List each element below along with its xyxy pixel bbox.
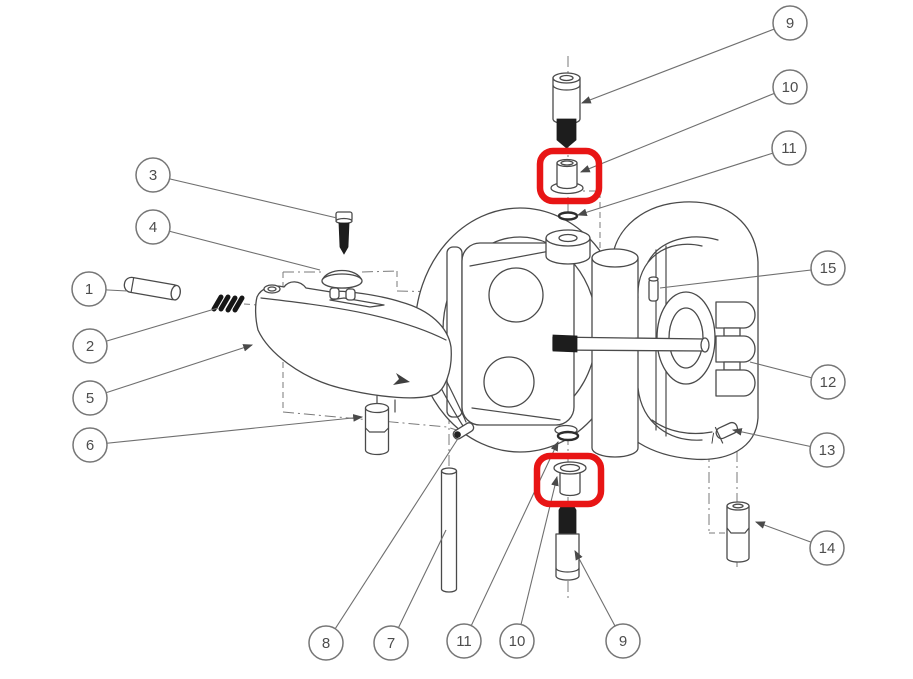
callout-8-bottom-balloon: 8 xyxy=(308,625,344,661)
part-11-bottom-washer xyxy=(556,430,580,442)
balloon-number: 12 xyxy=(820,374,837,391)
balloon-circle xyxy=(810,250,846,286)
callout-9-top-leader-line xyxy=(580,22,791,104)
balloon-number: 15 xyxy=(820,260,837,277)
balloon-circle xyxy=(772,69,808,105)
callout-8-bottom-leader-line xyxy=(325,436,460,644)
balloon-number: 13 xyxy=(819,442,836,459)
callout-10-top-leader-line xyxy=(579,86,791,173)
balloon-number: 10 xyxy=(782,79,799,96)
leader-lines-layer xyxy=(88,22,829,644)
part-9-top-bolt xyxy=(552,72,581,149)
callout-3-left-balloon: 3 xyxy=(135,157,171,193)
part-1-pin xyxy=(123,276,181,301)
balloon-circle xyxy=(809,530,845,566)
part-2-spring xyxy=(211,294,245,313)
balloon-circle xyxy=(72,328,108,364)
balloon-circle xyxy=(810,364,846,400)
balloon-number: 10 xyxy=(509,633,526,650)
part-6-spool-pin xyxy=(364,402,390,456)
callout-7-bottom-balloon: 7 xyxy=(373,625,409,661)
part-10-bottom-bushing xyxy=(553,461,587,497)
balloon-circle xyxy=(71,271,107,307)
balloon-number: 4 xyxy=(149,219,157,236)
part-15-pin xyxy=(648,276,659,302)
callout-4-left-leader-line xyxy=(152,226,321,271)
balloon-number: 14 xyxy=(819,540,836,557)
handle-logo-glyph xyxy=(393,373,410,385)
front-housing-drawing xyxy=(414,207,639,458)
part-3-screw xyxy=(335,211,353,255)
callout-11-top-balloon: 11 xyxy=(771,130,807,166)
callout-9-bottom-balloon: 9 xyxy=(605,623,641,659)
highlights-layer xyxy=(533,147,605,508)
balloon-circle xyxy=(772,5,808,41)
callout-6-left-balloon: 6 xyxy=(72,427,108,463)
part-9-bottom-bolt xyxy=(555,504,580,581)
balloon-circle xyxy=(72,380,108,416)
balloon-number: 11 xyxy=(456,633,472,650)
rear-housing-drawing xyxy=(611,201,759,461)
callout-2-left-balloon: 2 xyxy=(72,328,108,364)
dowel-dark-end xyxy=(454,431,461,439)
balloon-number: 9 xyxy=(786,15,794,32)
callout-5-left-balloon: 5 xyxy=(72,380,108,416)
balloon-number: 8 xyxy=(322,635,330,652)
callout-15-right-leader-line xyxy=(659,267,829,289)
balloon-number: 3 xyxy=(149,167,157,184)
callout-11-bottom-balloon: 11 xyxy=(446,623,482,659)
balloon-circle xyxy=(771,130,807,166)
balloon-number: 11 xyxy=(781,140,797,157)
callout-13-right-balloon: 13 xyxy=(809,432,845,468)
callout-1-left-balloon: 1 xyxy=(71,271,107,307)
part-8-dowel xyxy=(452,422,475,440)
upper-bushing-highlight xyxy=(536,147,603,205)
balloon-number: 5 xyxy=(86,390,94,407)
callout-11-bottom-leader-line xyxy=(463,441,559,642)
callout-11-top-leader-line xyxy=(576,147,790,217)
part-14-pin xyxy=(726,501,750,563)
balloon-circle xyxy=(605,623,641,659)
callout-2-left-leader-line xyxy=(89,307,219,347)
balloon-circle xyxy=(373,625,409,661)
callout-4-left-balloon: 4 xyxy=(135,209,171,245)
balloon-number: 6 xyxy=(86,437,94,454)
callout-10-top-balloon: 10 xyxy=(772,69,808,105)
part-10-top-bushing xyxy=(550,158,584,195)
balloon-circle xyxy=(446,623,482,659)
callout-10-bottom-balloon: 10 xyxy=(499,623,535,659)
part-11-top-washer xyxy=(557,211,579,221)
callout-15-right-balloon: 15 xyxy=(810,250,846,286)
balloon-circle xyxy=(499,623,535,659)
balloon-circle xyxy=(308,625,344,661)
callout-5-left-leader-line xyxy=(89,344,254,399)
callout-14-right-balloon: 14 xyxy=(809,530,845,566)
balloon-number: 1 xyxy=(85,281,93,298)
lower-bushing-highlight xyxy=(533,452,605,508)
callout-12-right-balloon: 12 xyxy=(810,364,846,400)
balloon-number: 2 xyxy=(86,338,94,355)
balloon-circle xyxy=(72,427,108,463)
balloon-number: 7 xyxy=(387,635,395,652)
balloon-circle xyxy=(809,432,845,468)
callout-6-left-leader-line xyxy=(89,414,364,446)
part-7-long-pin xyxy=(440,467,458,593)
balloon-circle xyxy=(135,209,171,245)
through-bolt-drawing xyxy=(552,334,710,353)
part-13-fastener xyxy=(711,421,739,444)
part-5-handle xyxy=(254,281,452,413)
part-4-cap xyxy=(321,269,363,301)
callout-3-left-leader-line xyxy=(152,174,338,219)
balloon-circle xyxy=(135,157,171,193)
callout-9-top-balloon: 9 xyxy=(772,5,808,41)
balloon-number: 9 xyxy=(619,633,627,650)
callout-7-bottom-leader-line xyxy=(390,529,447,644)
